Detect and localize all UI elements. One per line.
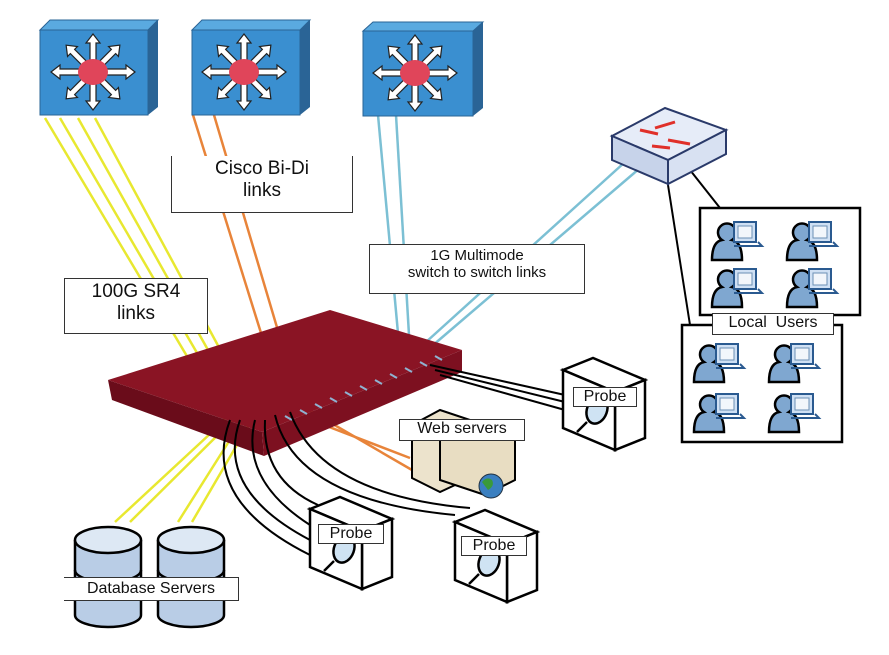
core-switch-2 [190,19,312,116]
probe-mid-label: Probe [318,524,384,544]
sr4-label-line1: 100G SR4 [91,281,181,302]
user-group-2 [680,323,844,444]
multimode-label-line2: switch to switch links [407,264,547,282]
multimode-link [376,114,402,356]
multimode-link [394,114,412,353]
copper-link [233,419,311,541]
sr4-links-label: 100G SR4 links [64,278,208,334]
user-group-1 [698,206,862,317]
bidi-label-line1: Cisco Bi-Di [215,158,309,179]
sr4-label-line2: links [116,302,155,324]
multimode-links-label: 1G Multimode switch to switch links [369,244,585,294]
core-switch-1 [38,19,160,116]
copper-link [439,374,566,411]
copper-link [289,411,471,509]
bidi-links-label: Cisco Bi-Di links [171,156,353,213]
bidi-label-line2: links [242,179,281,201]
probe-low-device [453,508,539,604]
database-servers-label: Database Servers [64,577,239,601]
multimode-links [376,114,641,356]
web-servers-label: Web servers [399,419,525,441]
local-users-label: Local Users [712,313,834,335]
core-switch-3 [361,21,485,117]
copper-links [222,169,721,556]
probe-right-label: Probe [573,387,637,407]
copper-link [667,184,691,326]
copper-link [251,419,311,526]
copper-link [434,369,566,403]
probe-low-label: Probe [461,536,527,556]
access-switch [609,106,729,186]
sr4-link [114,419,226,523]
copper-link [274,414,456,516]
copper-link [689,169,721,209]
copper-link [222,419,311,556]
multimode-label-line1: 1G Multimode [430,247,524,264]
copper-link [429,364,566,396]
copper-link [263,419,319,506]
